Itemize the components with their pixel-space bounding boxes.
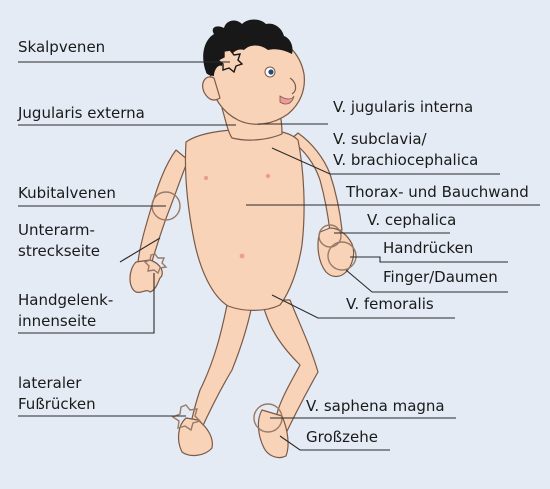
label-saphena-magna: V. saphena magna <box>306 397 445 415</box>
label-fussruecken-1: lateraler <box>18 374 81 392</box>
label-unterarm-2: streckseite <box>18 242 100 260</box>
infant-body <box>130 33 354 457</box>
pupil <box>268 69 273 74</box>
leader-handruecken <box>350 257 508 262</box>
label-skalpvenen: Skalpvenen <box>18 38 105 56</box>
left-nipple <box>204 176 208 180</box>
label-jugularis-externa: Jugularis externa <box>18 104 145 122</box>
label-cephalica: V. cephalica <box>367 211 456 229</box>
label-handgelenk-1: Handgelenk- <box>18 291 113 309</box>
label-subclavia-1: V. subclavia/ <box>333 130 427 148</box>
label-grosszehe: Großzehe <box>306 428 378 446</box>
label-femoralis: V. femoralis <box>346 295 434 313</box>
right-hand <box>130 260 162 292</box>
label-kubitalvenen: Kubitalvenen <box>18 184 116 202</box>
label-handruecken: Handrücken <box>383 239 473 257</box>
left-leg <box>190 300 252 432</box>
right-nipple <box>266 174 270 178</box>
label-finger-daumen: Finger/Daumen <box>383 268 498 286</box>
torso <box>185 130 304 311</box>
navel <box>240 254 245 259</box>
label-fussruecken-2: Fußrücken <box>18 395 96 413</box>
label-unterarm-1: Unterarm- <box>18 221 95 239</box>
left-foot <box>179 418 213 455</box>
label-subclavia-2: V. brachiocephalica <box>333 151 478 169</box>
right-arm-upper <box>138 150 188 268</box>
label-jugularis-interna: V. jugularis interna <box>333 98 473 116</box>
label-handgelenk-2: innenseite <box>18 312 96 330</box>
label-thorax-bauchwand: Thorax- und Bauchwand <box>346 183 529 201</box>
